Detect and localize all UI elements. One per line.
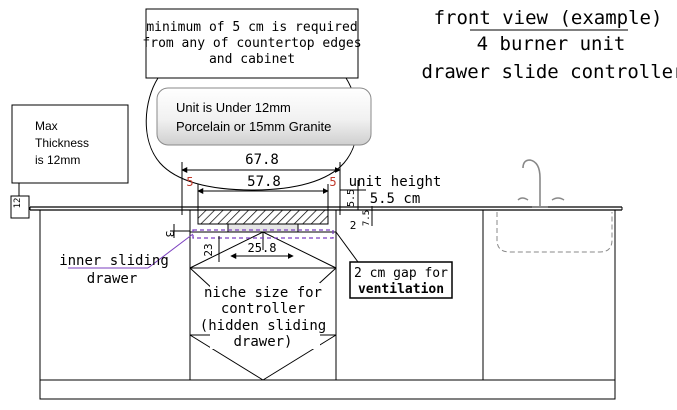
unit-spec-line-2: Porcelain or 15mm Granite [176, 119, 331, 134]
niche-line-4: drawer) [233, 334, 292, 350]
cabinet [39, 209, 616, 400]
clearance-line-2: from any of countertop edges [142, 36, 361, 51]
three-marker: 3 [163, 224, 190, 238]
max-line-3: is 12mm [35, 153, 80, 167]
cooktop-unit [197, 209, 329, 250]
niche-line-1: niche size for [204, 285, 322, 301]
unit-height-small-value: 5.5 [346, 189, 357, 207]
unit-height-note: unit height 5.5 cm 5.5 7.5 2 [340, 174, 441, 232]
gap-line-2: ventilation [358, 282, 444, 297]
unit-spec-button [156, 87, 372, 146]
max-thickness-box [11, 104, 129, 184]
drawer-leader [147, 233, 194, 269]
faucet-icon [522, 159, 541, 207]
unit-callout: Unit is Under 12mm Porcelain or 15mm Gra… [145, 77, 372, 191]
title-line-3: drawer slide controller [421, 61, 677, 83]
gap-small-value: 2 [350, 219, 357, 232]
drawer-width-value: 25.8 [248, 241, 277, 255]
clearance-note: minimum of 5 cm is required from any of … [142, 8, 362, 79]
niche-line-2: controller [221, 301, 305, 317]
drawer-dashed-outline [192, 229, 334, 239]
title-line-1: front view (example) [434, 7, 663, 29]
ventilation-note: 2 cm gap for ventilation [335, 231, 453, 299]
unit-height-line-1: unit height [349, 174, 442, 190]
ventilation-box [349, 261, 453, 299]
niche-note: niche size for controller (hidden slidin… [200, 283, 326, 350]
thickness-value: 12 [13, 198, 23, 209]
max-line-2: Thickness [35, 136, 89, 150]
sink-basin [496, 212, 613, 253]
clearance-line-1: minimum of 5 cm is required [146, 20, 357, 35]
controller-box [227, 223, 299, 233]
three-value: 3 [163, 231, 176, 238]
title-block: front view (example) 4 burner unit drawe… [421, 7, 677, 83]
edge-left-value: 5 [186, 175, 193, 189]
niche-line-3: (hidden sliding [200, 318, 326, 334]
sink [496, 159, 613, 253]
dimension-inner-width: 57.8 5 5 [186, 174, 337, 210]
inner-width-value: 57.8 [247, 174, 281, 190]
depth-small-value: 7.5 [362, 210, 372, 226]
thickness-label-box [10, 195, 30, 219]
ventilation-leader [335, 231, 359, 263]
title-line-2: 4 burner unit [477, 33, 626, 55]
thickness-label: 12 [10, 195, 30, 219]
max-thickness-note: Max Thickness is 12mm [11, 104, 129, 196]
dimension-outer-width: 67.8 [181, 152, 341, 215]
unit-height-line-2: 5.5 cm [370, 191, 421, 207]
drawer-height-value: 23 [202, 243, 215, 256]
cooktop-hatched-body [197, 209, 329, 225]
drawer-dimensions: 23 25.8 [202, 236, 294, 262]
cabinet-outline [39, 209, 616, 400]
outer-width-value: 67.8 [245, 152, 279, 168]
drawer-label-line-1: inner sliding [59, 253, 169, 269]
unit-spec-line-1: Unit is Under 12mm [176, 100, 291, 115]
max-line-1: Max [35, 119, 58, 133]
drawer-label-line-2: drawer [87, 271, 138, 287]
edge-right-value: 5 [329, 175, 336, 189]
inner-sliding-drawer: inner sliding drawer [59, 229, 334, 287]
clearance-line-3: and cabinet [209, 52, 295, 67]
gap-line-1: 2 cm gap for [354, 266, 448, 281]
